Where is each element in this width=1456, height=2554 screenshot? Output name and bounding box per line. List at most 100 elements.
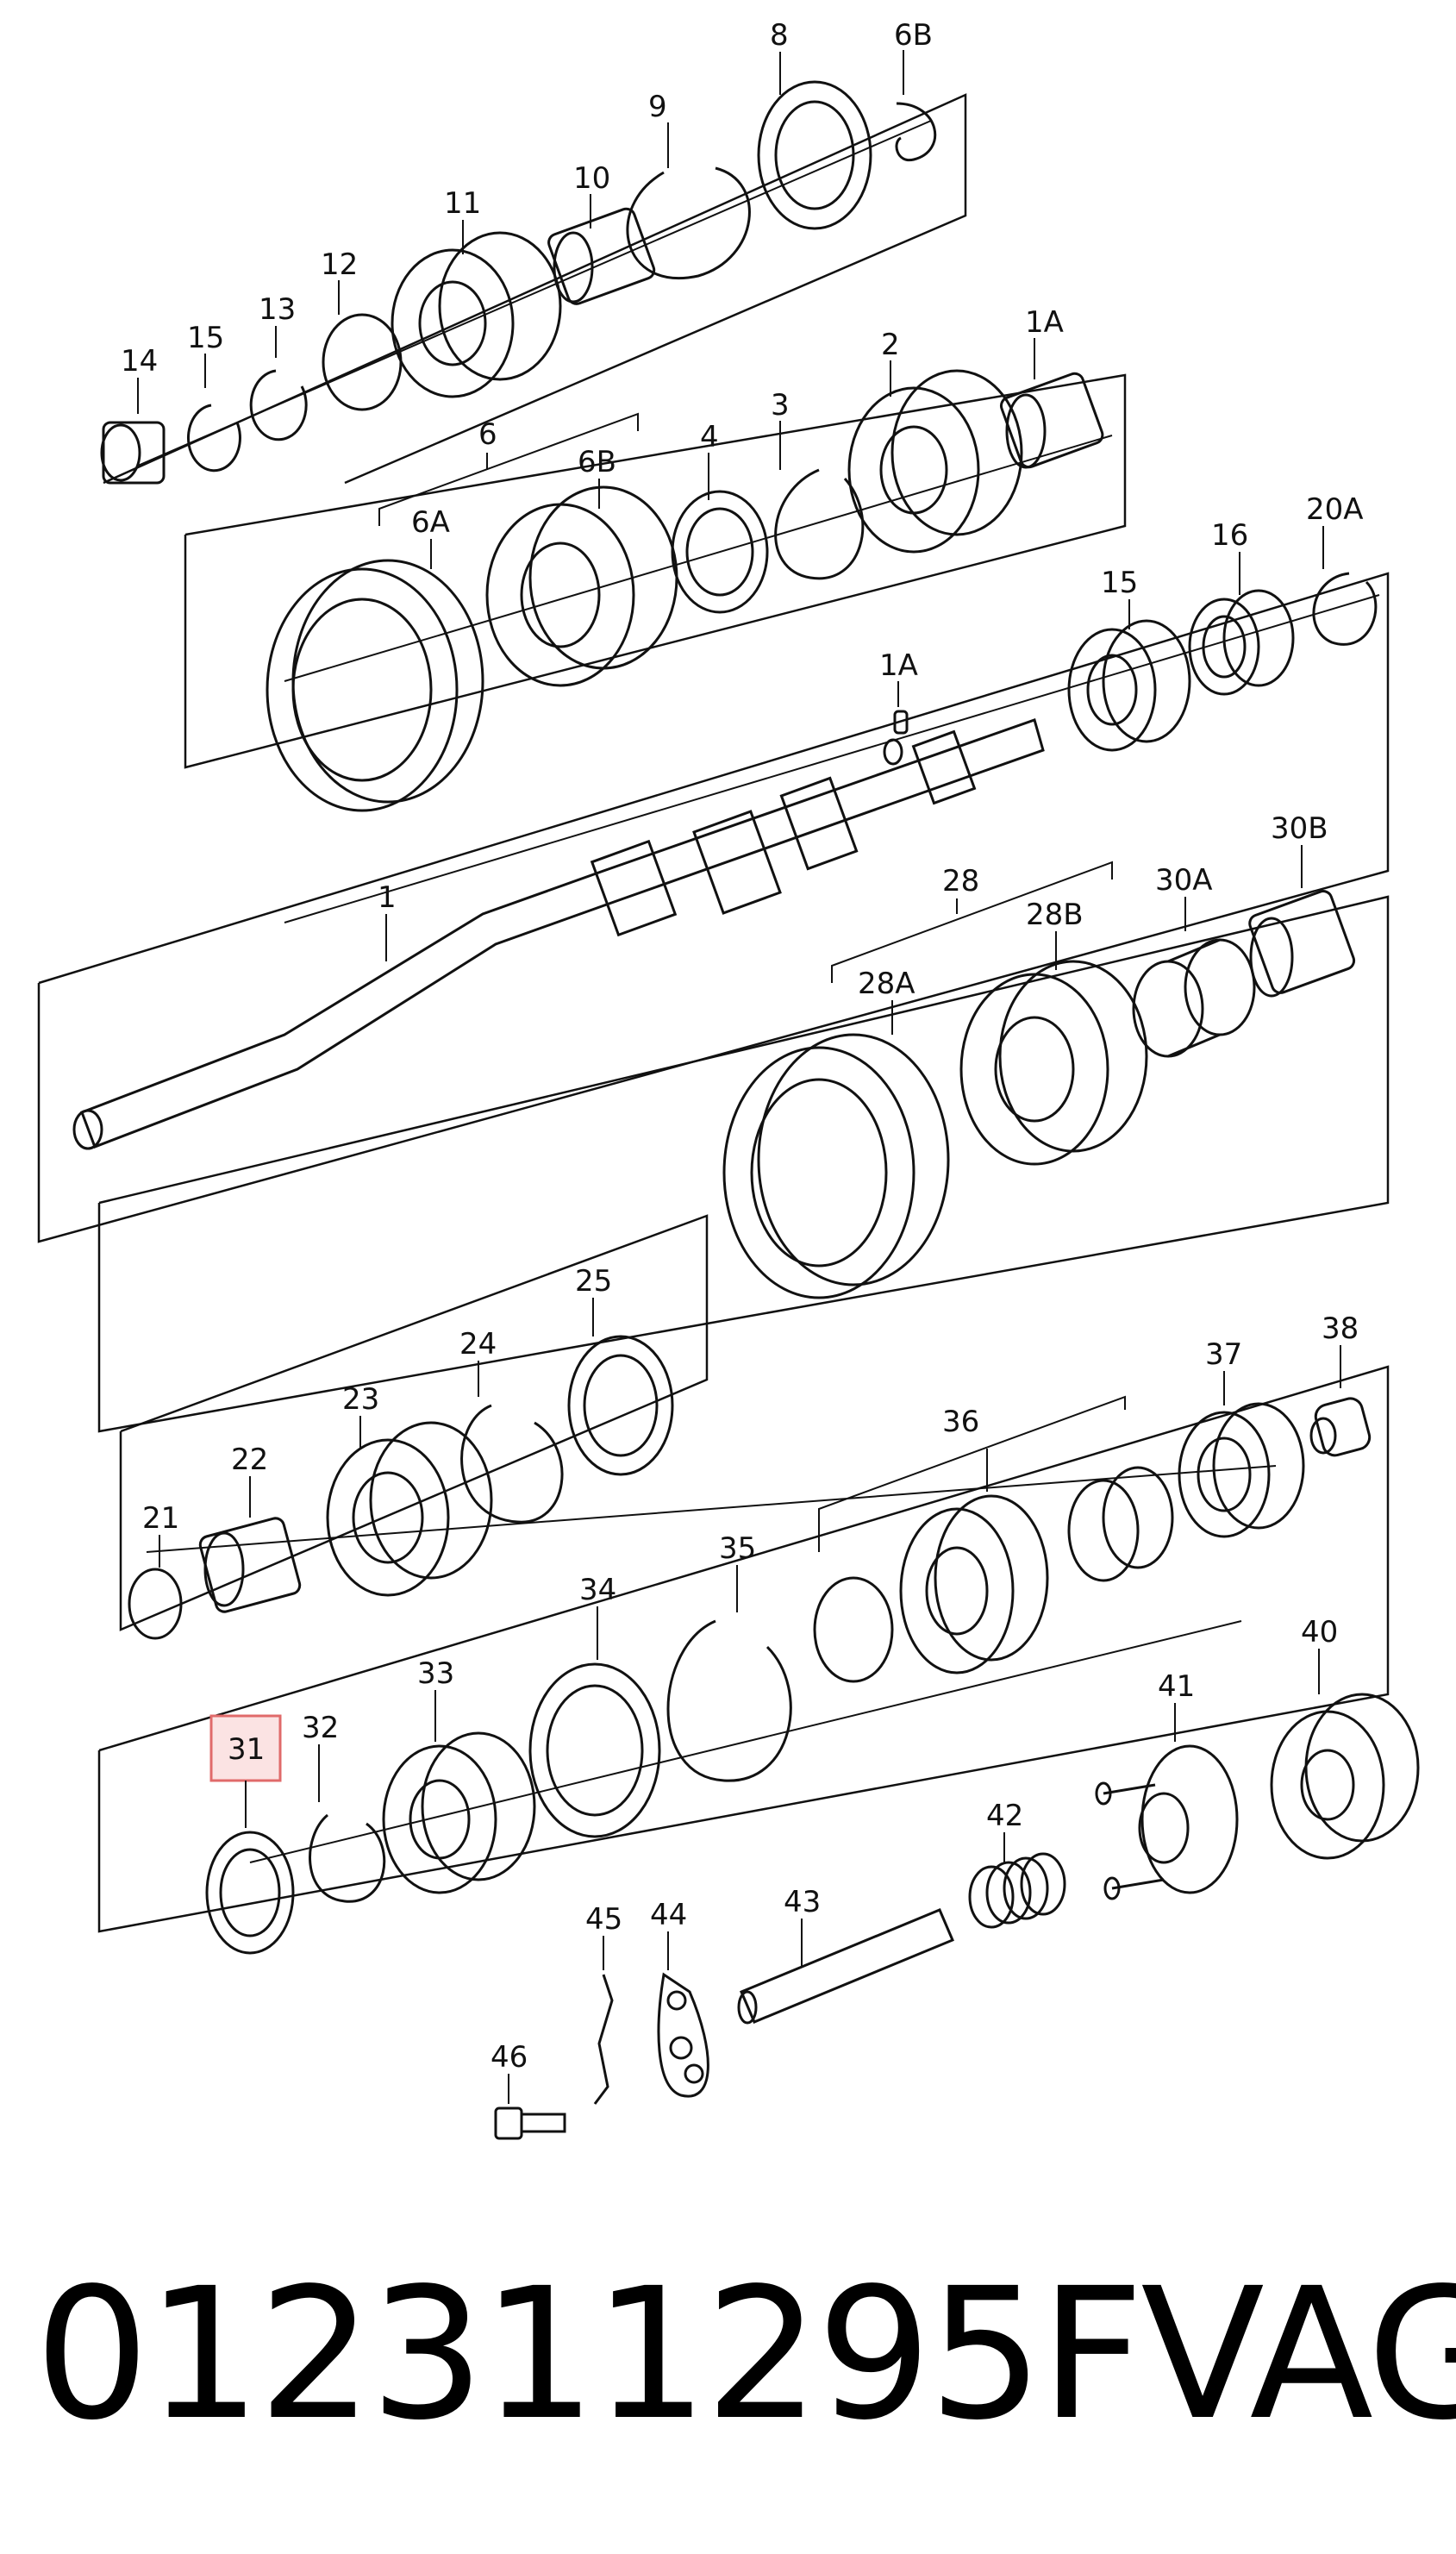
- callout-33: 33: [417, 1656, 454, 1742]
- part-3-gear: [847, 369, 1023, 554]
- callout-30a: 30A: [1155, 863, 1213, 931]
- svg-text:32: 32: [302, 1711, 339, 1745]
- svg-text:6: 6: [478, 417, 497, 452]
- svg-text:6B: 6B: [578, 445, 616, 479]
- callout-20a: 15: [1101, 566, 1138, 629]
- svg-text:1A: 1A: [879, 648, 918, 683]
- svg-text:16: 16: [1211, 518, 1248, 553]
- svg-text:40: 40: [1301, 1615, 1338, 1649]
- part-1a-pin: [893, 710, 909, 735]
- part-21-circlip: [1312, 572, 1378, 646]
- svg-text:2: 2: [881, 328, 900, 362]
- callout-20b: 16: [1211, 518, 1248, 595]
- callout-12: 11: [444, 186, 481, 254]
- part-6b-gear: [485, 485, 678, 687]
- svg-text:33: 33: [417, 1656, 454, 1691]
- svg-text:42: 42: [986, 1799, 1023, 1833]
- svg-text:11: 11: [444, 186, 481, 221]
- main-shaft: [72, 718, 1045, 1150]
- part-25-circlip: [460, 1404, 564, 1524]
- part-2-needle-bearing: [999, 372, 1104, 469]
- svg-text:23: 23: [342, 1382, 379, 1417]
- part-34-bearing: [528, 1662, 661, 1838]
- svg-text:6B: 6B: [894, 18, 933, 53]
- part-20a-bearing: [1067, 619, 1191, 752]
- part-20b-bearing-race: [1188, 589, 1295, 696]
- callout-24: 23: [342, 1382, 379, 1449]
- part-28b-gear: [959, 960, 1148, 1166]
- frame-upper: [103, 93, 967, 485]
- part-32-circlip: [309, 1813, 386, 1903]
- part-6a-sleeve: [266, 559, 484, 812]
- part-23-needle-bearing: [198, 1517, 302, 1613]
- callout-34: 34: [579, 1573, 616, 1660]
- svg-text:22: 22: [231, 1443, 268, 1477]
- callout-3: 2: [881, 328, 900, 397]
- svg-text:36: 36: [942, 1405, 979, 1439]
- part-35-circlip: [666, 1619, 792, 1782]
- svg-text:35: 35: [719, 1531, 756, 1566]
- part-31-synchro-ring: [205, 1831, 295, 1955]
- footer-caption: 012311295F VAG: [34, 2242, 1456, 2466]
- svg-text:1A: 1A: [1025, 305, 1064, 340]
- svg-text:6A: 6A: [411, 505, 450, 540]
- callout-2: 1A: [1025, 305, 1064, 379]
- callout-8: 6B: [894, 18, 933, 95]
- frame-group-28: [97, 895, 1390, 1433]
- callout-9: 8: [770, 18, 789, 95]
- callout-32: 32: [302, 1711, 339, 1802]
- part-44-plate: [657, 1972, 709, 2098]
- callout-16: 15: [187, 321, 224, 388]
- part-46-bolt: [494, 2106, 566, 2140]
- axis-group-28: [284, 594, 1380, 923]
- callout-42: 42: [986, 1799, 1023, 1862]
- svg-text:15: 15: [187, 321, 224, 355]
- callout-31-highlighted: 31: [209, 1714, 282, 1828]
- part-26-synchro-ring: [567, 1335, 674, 1476]
- frame-group-22: [119, 1214, 709, 1631]
- part-28a-sleeve: [722, 1033, 950, 1299]
- svg-text:46: 46: [491, 2040, 528, 2075]
- part-11-needle-bearing: [547, 207, 656, 305]
- callout-1a: 1A: [879, 648, 918, 707]
- part-14-clip: [249, 369, 308, 441]
- callout-36: 36: [818, 1395, 1126, 1552]
- frame-lower: [97, 1365, 1390, 1933]
- frame-main-shaft: [37, 572, 1390, 1243]
- callout-6: 6: [378, 412, 639, 526]
- callout-43: 43: [784, 1885, 821, 1966]
- callout-28a: 28A: [858, 967, 915, 1035]
- svg-text:30A: 30A: [1155, 863, 1213, 898]
- svg-text:24: 24: [459, 1327, 497, 1362]
- part-30b-needle-bearing: [1248, 890, 1356, 998]
- part-12-gear: [391, 231, 562, 398]
- svg-text:9: 9: [648, 90, 667, 124]
- svg-text:37: 37: [1205, 1337, 1242, 1372]
- part-42-spring: [968, 1852, 1066, 1929]
- svg-text:43: 43: [784, 1885, 821, 1919]
- callout-10: 9: [648, 90, 669, 168]
- callout-25: 24: [459, 1327, 497, 1397]
- callout-15: 14: [121, 344, 158, 414]
- part-33-gear: [382, 1731, 536, 1894]
- frame-group-6: [184, 373, 1127, 769]
- svg-text:15: 15: [1101, 566, 1138, 600]
- callout-14: 13: [259, 292, 296, 358]
- part-9-synchro-ring: [757, 80, 872, 230]
- callout-38: 38: [1322, 1311, 1359, 1388]
- svg-text:1: 1: [378, 880, 397, 915]
- part-40-gear: [1270, 1693, 1420, 1860]
- part-37-bearing: [1178, 1402, 1305, 1538]
- callout-6a: 6A: [411, 505, 450, 569]
- callout-45: 45: [585, 1902, 622, 1970]
- svg-text:4: 4: [700, 420, 719, 454]
- svg-text:44: 44: [650, 1898, 687, 1932]
- callout-28b: 28B: [1026, 898, 1084, 970]
- svg-text:41: 41: [1158, 1669, 1195, 1704]
- svg-text:28: 28: [942, 864, 979, 898]
- svg-text:8: 8: [770, 18, 789, 53]
- part-30a-bushing: [1132, 938, 1256, 1058]
- callout-21: 20A: [1306, 492, 1364, 569]
- part-5-synchro-ring: [671, 490, 769, 614]
